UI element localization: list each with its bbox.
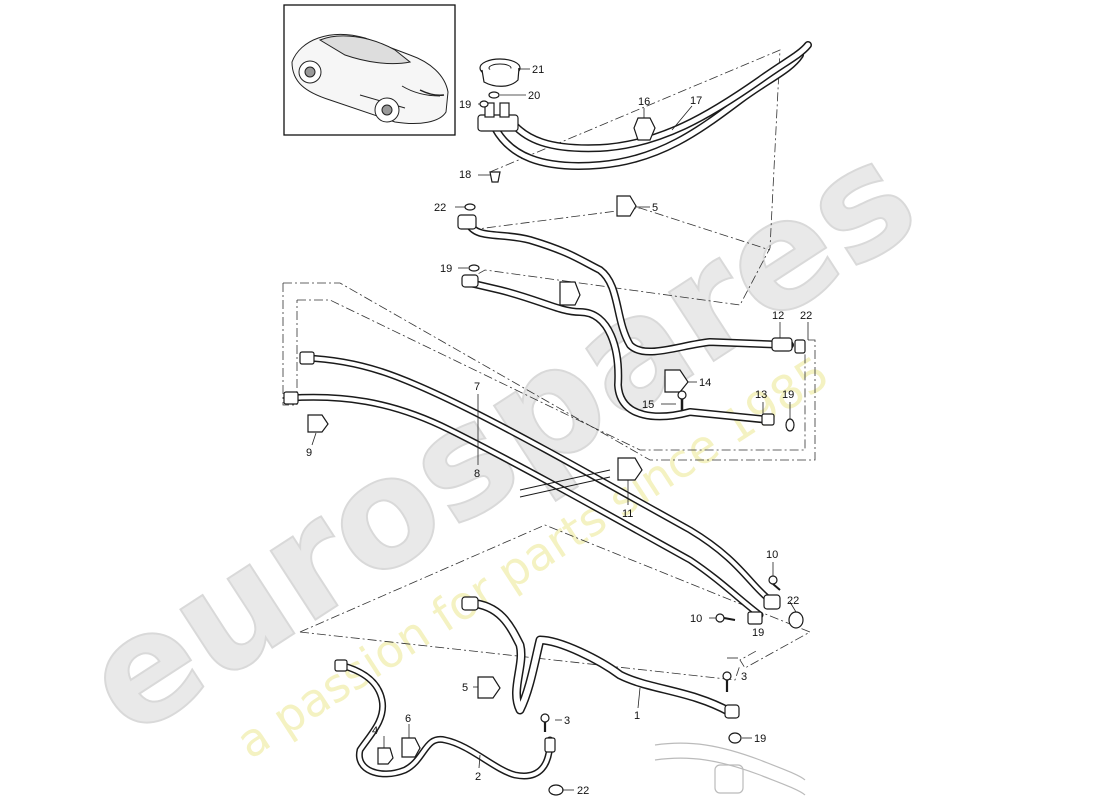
callout-17: 17 bbox=[690, 95, 702, 107]
callout-3-b: 3 bbox=[564, 715, 570, 727]
callout-7: 7 bbox=[474, 381, 480, 393]
part-22-cap-right bbox=[788, 611, 804, 629]
part-22-cap-bottom bbox=[548, 784, 564, 796]
car-icon bbox=[291, 34, 449, 125]
leader-lines bbox=[311, 68, 809, 791]
callout-6: 6 bbox=[405, 713, 411, 725]
hose-12-13 bbox=[457, 214, 806, 426]
callout-16: 16 bbox=[638, 96, 650, 108]
part-5-clip-upper bbox=[616, 195, 637, 217]
callout-15: 15 bbox=[642, 399, 654, 411]
callout-20: 20 bbox=[528, 90, 540, 102]
callout-10-a: 10 bbox=[766, 549, 778, 561]
part-11-clip bbox=[617, 457, 643, 481]
callout-5-a: 5 bbox=[652, 202, 658, 214]
vehicle-thumbnail bbox=[283, 4, 456, 136]
callout-14: 14 bbox=[699, 377, 711, 389]
part-14-clip bbox=[664, 369, 689, 393]
callout-19-c: 19 bbox=[782, 389, 794, 401]
hose-17-upper bbox=[477, 41, 812, 170]
callout-1: 1 bbox=[634, 710, 640, 722]
part-18-plug bbox=[489, 171, 501, 183]
part-9-clip bbox=[307, 414, 329, 433]
callout-22-b: 22 bbox=[800, 310, 812, 322]
callout-19-e: 19 bbox=[754, 733, 766, 745]
callout-11: 11 bbox=[622, 508, 633, 520]
callout-10-b: 10 bbox=[690, 613, 702, 625]
part-15-screw bbox=[677, 390, 687, 410]
callout-21: 21 bbox=[532, 64, 544, 76]
watermark-brand: eurospares bbox=[55, 108, 945, 770]
callout-22-d: 22 bbox=[577, 785, 589, 797]
hose-1-2-lower bbox=[334, 596, 740, 780]
ghost-component bbox=[654, 742, 806, 796]
callout-9: 9 bbox=[306, 447, 312, 459]
callout-18: 18 bbox=[459, 169, 471, 181]
seal-rings bbox=[464, 91, 795, 744]
callout-19-b: 19 bbox=[440, 263, 452, 275]
callout-12: 12 bbox=[772, 310, 784, 322]
callout-2: 2 bbox=[475, 771, 481, 783]
assembly-outlines bbox=[282, 49, 816, 681]
part-21-seal bbox=[479, 58, 521, 87]
callout-8: 8 bbox=[474, 468, 480, 480]
part-5-clip-lower bbox=[477, 676, 501, 699]
callout-22-c: 22 bbox=[787, 595, 799, 607]
callout-4: 4 bbox=[372, 725, 378, 737]
callout-labels: 21 20 19 18 16 17 5 22 19 12 22 13 19 14… bbox=[306, 64, 812, 797]
hose-7-8-long-lines bbox=[283, 351, 781, 625]
callout-22-a: 22 bbox=[434, 202, 446, 214]
callout-19-a: 19 bbox=[459, 99, 471, 111]
callout-19-d: 19 bbox=[752, 627, 764, 639]
callout-5-b: 5 bbox=[462, 682, 468, 694]
callout-13: 13 bbox=[755, 389, 767, 401]
watermark: eurospares a passion for parts since 198… bbox=[54, 107, 946, 771]
callout-3-a: 3 bbox=[741, 671, 747, 683]
part-16-clip bbox=[633, 117, 656, 141]
part-6-4-clips bbox=[377, 737, 421, 765]
part-3-bolts bbox=[540, 671, 732, 732]
